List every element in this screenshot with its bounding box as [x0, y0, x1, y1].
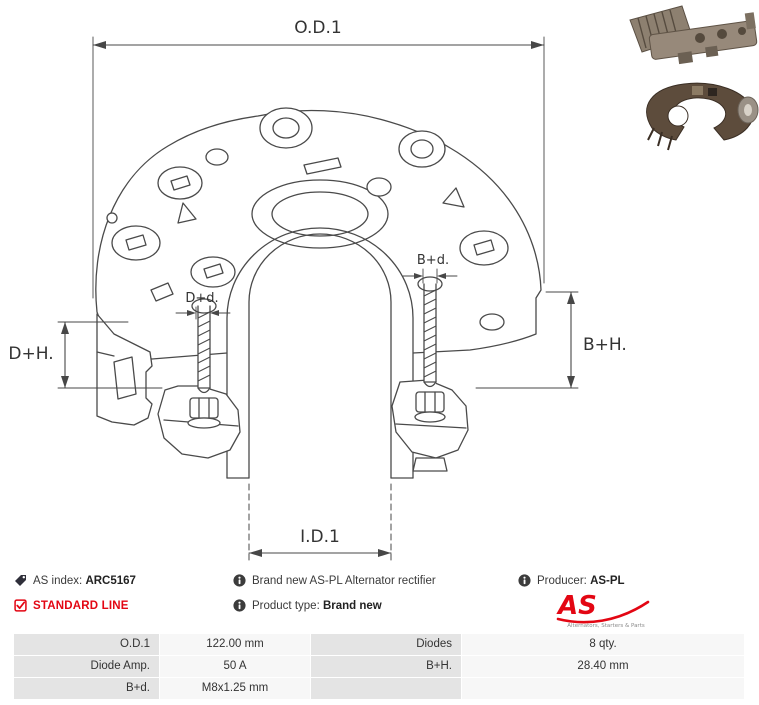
as-index: AS index: ARC5167 — [14, 574, 136, 587]
dimension-dd — [175, 306, 231, 320]
dimension-id1 — [248, 483, 392, 561]
dim-label-bh: B+H. — [583, 335, 627, 355]
standard-line-badge: STANDARD LINE — [14, 599, 129, 612]
as-index-text: AS index: ARC5167 — [33, 575, 136, 587]
logo-text: AS — [556, 591, 597, 621]
dim-label-id1: I.D.1 — [300, 527, 340, 547]
product-type-label: Product type: — [252, 599, 320, 612]
as-index-value: ARC5167 — [85, 574, 136, 587]
spec-od1-value: 122.00 mm — [160, 634, 310, 655]
dimension-bd — [402, 268, 458, 284]
spec-diode-amp-label: Diode Amp. — [14, 656, 159, 677]
dimension-annotations — [57, 36, 579, 561]
dimension-bh — [475, 291, 579, 389]
producer-value: AS-PL — [590, 574, 625, 587]
technical-drawing: O.D.1 D+H. B+H. D+d. B+d. I.D.1 — [8, 5, 759, 561]
checkbox-icon — [14, 599, 27, 612]
info-icon — [233, 599, 246, 612]
as-pl-logo: AS Alternators, Starters & Parts — [556, 591, 650, 629]
spec-od1-label: O.D.1 — [14, 634, 159, 655]
dim-label-dd: D+d. — [185, 291, 218, 306]
left-terminal-stud — [187, 298, 221, 429]
spec-table: O.D.1 122.00 mm Diodes 8 qty. Diode Amp.… — [14, 634, 744, 699]
left-bracket — [96, 313, 153, 426]
product-photo-bottom[interactable] — [646, 82, 759, 151]
dimension-dh — [57, 321, 163, 389]
dimension-od1 — [92, 36, 545, 299]
plate-features — [106, 107, 509, 331]
dim-label-bd: B+d. — [417, 253, 449, 268]
spec-bd-label: B+d. — [14, 678, 159, 699]
producer-label: Producer: — [537, 574, 587, 587]
central-arch — [226, 179, 414, 479]
spec-empty-value — [462, 678, 744, 699]
spec-diodes-value: 8 qty. — [462, 634, 744, 655]
spec-bh-label: B+H. — [311, 656, 461, 677]
spec-bd-value: M8x1.25 mm — [160, 678, 310, 699]
info-icon — [518, 574, 531, 587]
spec-diode-amp-value: 50 A — [160, 656, 310, 677]
logo-swoosh — [556, 600, 650, 624]
logo-tagline: Alternators, Starters & Parts — [567, 623, 645, 629]
producer-text: Producer: AS-PL — [537, 575, 625, 587]
tag-icon — [15, 575, 26, 586]
product-type: Product type: Brand new — [233, 599, 382, 612]
as-index-label: AS index: — [33, 574, 83, 587]
dim-label-od1: O.D.1 — [294, 18, 341, 38]
right-terminal-stud — [414, 276, 446, 423]
info-icon — [233, 574, 246, 587]
product-description: Brand new AS-PL Alternator rectifier — [233, 574, 436, 587]
producer: Producer: AS-PL — [518, 574, 625, 587]
standard-line-label: STANDARD LINE — [33, 599, 129, 612]
spec-empty-label — [311, 678, 461, 699]
product-description-text: Brand new AS-PL Alternator rectifier — [252, 574, 436, 587]
product-photo-top[interactable] — [629, 5, 759, 68]
spec-diodes-label: Diodes — [311, 634, 461, 655]
product-type-value: Brand new — [322, 599, 382, 612]
product-type-text: Product type: Brand new — [252, 600, 382, 612]
spec-bh-value: 28.40 mm — [462, 656, 744, 677]
dim-label-dh: D+H. — [8, 344, 53, 364]
